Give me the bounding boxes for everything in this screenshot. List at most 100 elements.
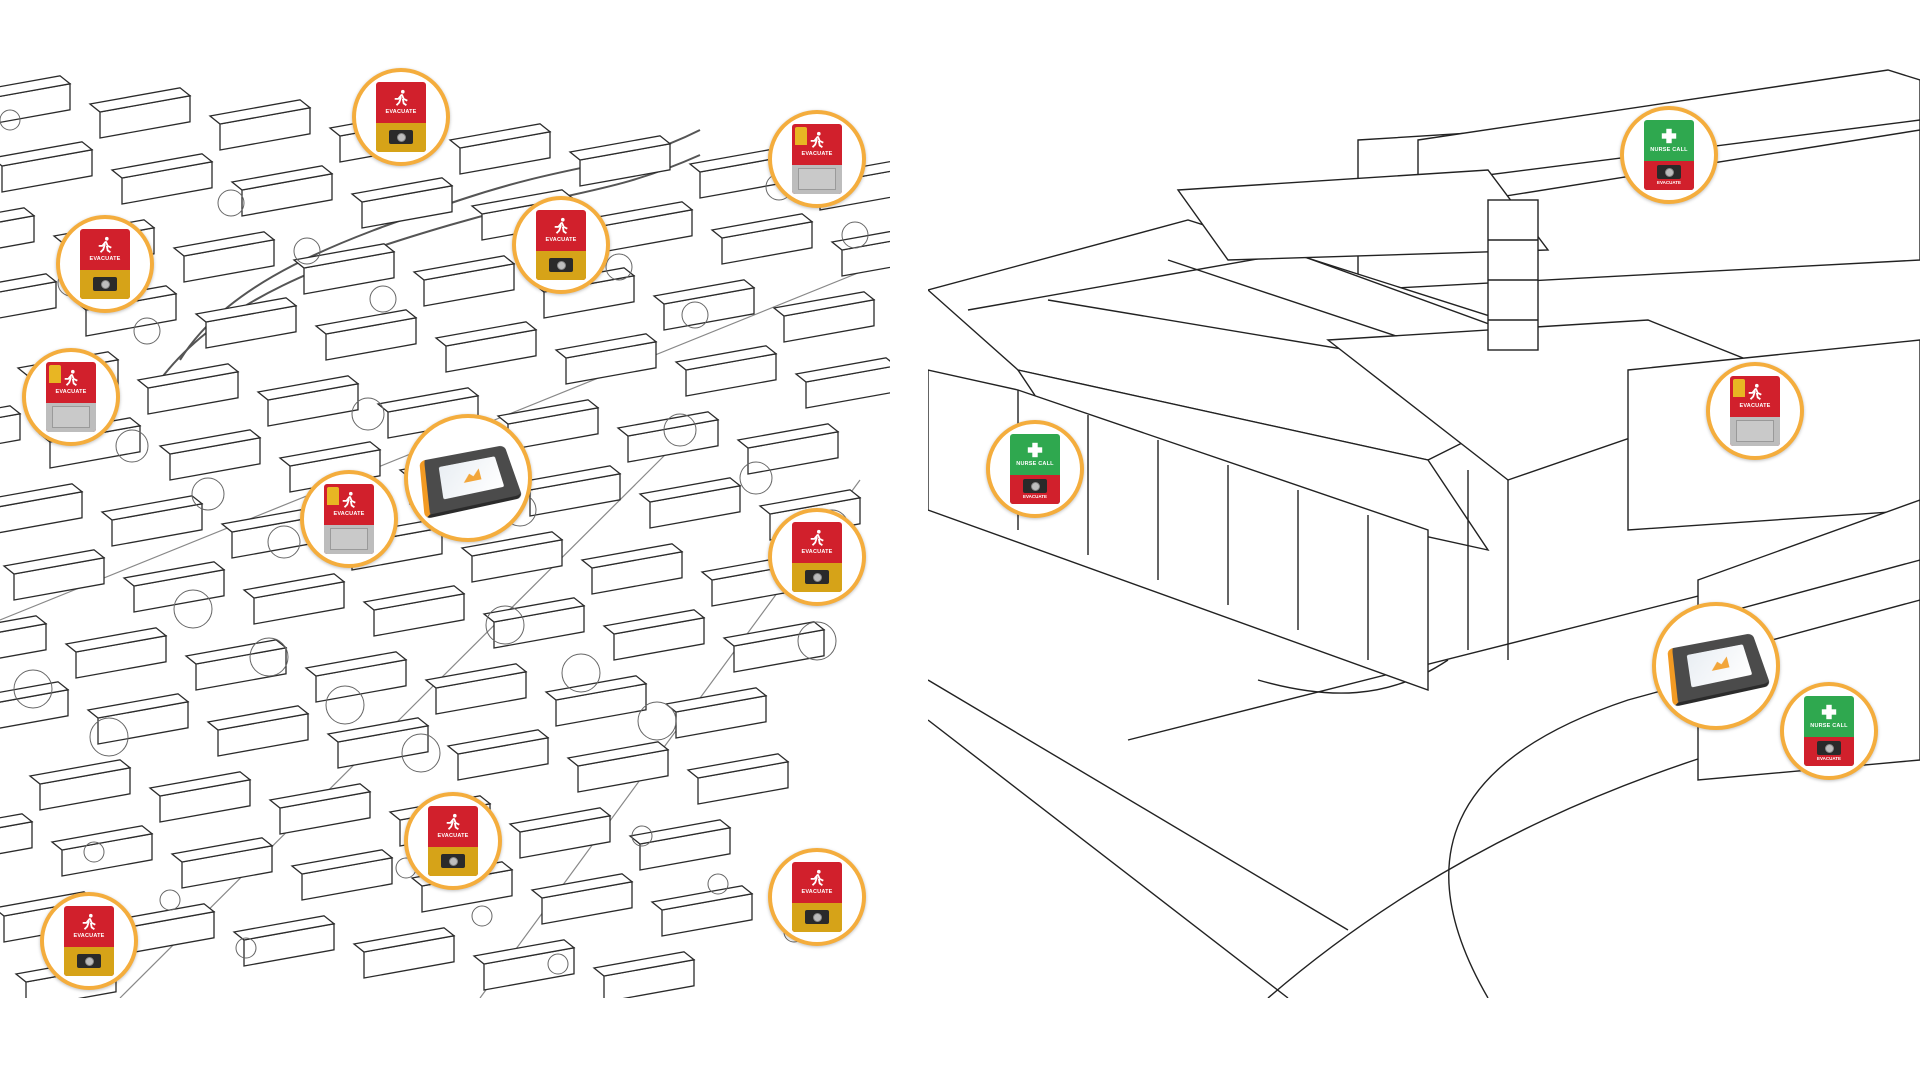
evacuate-label: EVACUATE [385, 109, 417, 116]
tree-sketch [663, 413, 697, 447]
nurse-call-device: NURSE CALL EVACUATE [1644, 120, 1694, 190]
barrack-roof [350, 177, 454, 203]
evacuate-label: EVACUATE [437, 833, 469, 840]
barrack-roof [448, 123, 552, 149]
tree-sketch [191, 477, 225, 511]
nurse-call-device: NURSE CALL EVACUATE [1804, 696, 1854, 766]
tree-sketch [605, 253, 633, 281]
running-person-icon [64, 370, 78, 387]
barrack-roof [554, 333, 658, 359]
barrack-building [0, 413, 21, 445]
cross-icon [1661, 129, 1677, 144]
running-person-icon [342, 492, 356, 509]
evacuate-label: EVACUATE [1739, 403, 1771, 410]
running-person-icon [810, 132, 824, 149]
evacuate-label: EVACUATE [545, 237, 577, 244]
evacuate-alarm-marker[interactable]: EVACUATE [56, 215, 154, 313]
tree-sketch [235, 937, 257, 959]
barrack-roof [0, 405, 22, 419]
barrack-roof [64, 627, 168, 653]
barrack-roof [256, 375, 360, 401]
barrack-roof [148, 771, 252, 797]
evacuate-alarm-device: EVACUATE [536, 210, 586, 280]
evacuate-label: EVACUATE [55, 389, 87, 396]
barrack-roof [278, 441, 382, 467]
tree-sketch [89, 717, 129, 757]
control-tablet-icon [1666, 632, 1771, 707]
facility-sketch-panel [928, 60, 1920, 998]
barrack-roof [508, 807, 612, 833]
evacuate-alarm-marker[interactable]: EVACUATE [768, 508, 866, 606]
barrack-roof [736, 423, 840, 449]
barrack-roof [170, 837, 274, 863]
tree-sketch [159, 889, 181, 911]
barrack-roof [530, 873, 634, 899]
evacuate-siren-device: EVACUATE [1730, 376, 1780, 446]
tree-sketch [369, 285, 397, 313]
barrack-roof [304, 651, 408, 677]
barrack-roof [314, 309, 418, 335]
barrack-roof [206, 705, 310, 731]
running-person-icon [394, 90, 408, 107]
tree-sketch [293, 237, 321, 265]
tree-sketch [841, 221, 869, 249]
tree-sketch [547, 953, 569, 975]
barrack-roof [268, 783, 372, 809]
barrack-roof [0, 141, 94, 167]
evacuate-siren-marker[interactable]: EVACUATE [768, 110, 866, 208]
evacuate-alarm-device: EVACUATE [376, 82, 426, 152]
tree-sketch [325, 685, 365, 725]
barrack-roof [50, 825, 154, 851]
nurse-call-marker[interactable]: NURSE CALL EVACUATE [986, 420, 1084, 518]
evacuate-alarm-marker[interactable]: EVACUATE [404, 792, 502, 890]
barrack-roof [592, 951, 696, 977]
barrack-roof [686, 753, 790, 779]
barrack-roof [362, 585, 466, 611]
cross-icon [1027, 443, 1043, 458]
evacuate-alarm-marker[interactable]: EVACUATE [40, 892, 138, 990]
tree-sketch [561, 653, 601, 693]
evacuate-label: EVACUATE [801, 549, 833, 556]
evacuate-alarm-marker[interactable]: EVACUATE [768, 848, 866, 946]
evacuate-siren-marker[interactable]: EVACUATE [300, 470, 398, 568]
barrack-roof [136, 363, 240, 389]
tree-sketch [133, 317, 161, 345]
barrack-roof [352, 927, 456, 953]
evacuate-siren-marker[interactable]: EVACUATE [22, 348, 120, 446]
nurse-call-marker[interactable]: NURSE CALL EVACUATE [1780, 682, 1878, 780]
barrack-roof [580, 543, 684, 569]
barrack-roof [794, 357, 890, 383]
tree-sketch [471, 905, 493, 927]
barrack-roof [230, 165, 334, 191]
barrack-roof [110, 153, 214, 179]
barrack-roof [568, 135, 672, 161]
barrack-roof [376, 387, 480, 413]
barrack-roof [602, 609, 706, 635]
barrack-roof [86, 693, 190, 719]
barrack-roof [446, 729, 550, 755]
barrack-roof [472, 939, 576, 965]
evacuate-alarm-marker[interactable]: EVACUATE [512, 196, 610, 294]
barrack-roof [88, 87, 192, 113]
evacuate-alarm-marker[interactable]: EVACUATE [352, 68, 450, 166]
barrack-roof [616, 411, 720, 437]
evacuate-label: EVACUATE [73, 933, 105, 940]
control-tablet-marker[interactable] [404, 414, 532, 542]
nurse-call-marker[interactable]: NURSE CALL EVACUATE [1620, 106, 1718, 204]
barrack-roof [434, 321, 538, 347]
evacuate-label: EVACUATE [89, 256, 121, 263]
barrack-roof [2, 549, 106, 575]
evacuate-alarm-device: EVACUATE [792, 522, 842, 592]
cross-icon [1821, 705, 1837, 720]
barrack-roof [412, 255, 516, 281]
barrack-roof [628, 819, 732, 845]
control-tablet-icon [418, 444, 523, 519]
evacuate-siren-marker[interactable]: EVACUATE [1706, 362, 1804, 460]
barrack-roof [326, 717, 430, 743]
facility-line-illustration [928, 69, 1920, 998]
running-person-icon [446, 814, 460, 831]
tree-sketch [485, 605, 525, 645]
control-tablet-marker[interactable] [1652, 602, 1780, 730]
barrack-roof [0, 813, 34, 829]
siren-horn-icon [49, 365, 61, 383]
